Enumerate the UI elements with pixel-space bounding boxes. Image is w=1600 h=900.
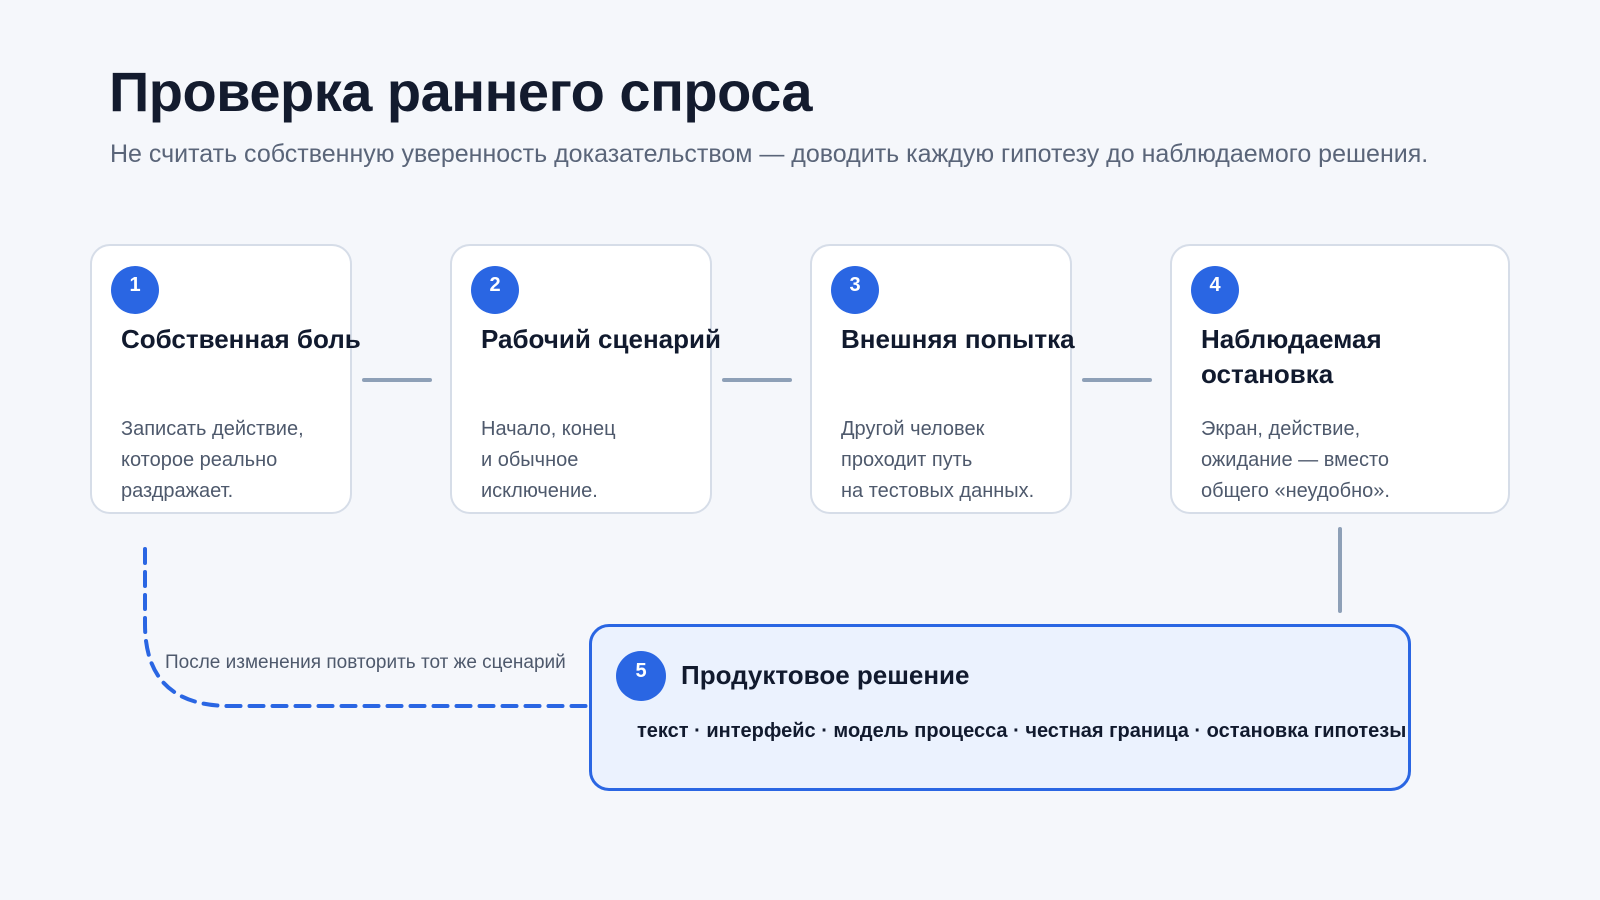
- connector-1-2: [362, 378, 432, 382]
- step-title: Собственная боль: [121, 324, 361, 354]
- step-title: Рабочий сценарий: [481, 324, 721, 354]
- step-description: Другой человек проходит путь на тестовых…: [841, 418, 1035, 502]
- step-number-badge: 1: [111, 266, 159, 314]
- step-card-3: 3 Внешняя попытка Другой человек проходи…: [810, 244, 1075, 514]
- page-title: Проверка раннего спроса: [109, 60, 813, 123]
- step-number-badge: 2: [471, 266, 519, 314]
- step-title: Внешняя попытка: [841, 324, 1075, 354]
- step-description: Записать действие, которое реально раздр…: [121, 418, 304, 502]
- connector-3-4: [1082, 378, 1152, 382]
- step-number-badge: 4: [1191, 266, 1239, 314]
- connector-4-5: [1338, 527, 1342, 613]
- step-title: Наблюдаемая остановка: [1201, 324, 1382, 389]
- step-description: Начало, конец и обычное исключение.: [481, 418, 616, 502]
- loop-label: После изменения повторить тот же сценари…: [165, 652, 566, 673]
- step-card-4: 4 Наблюдаемая остановка Экран, действие,…: [1170, 244, 1510, 514]
- decision-tags: текст · интерфейс · модель процесса · че…: [637, 720, 1407, 742]
- decision-title: Продуктовое решение: [681, 660, 970, 690]
- step-card-1: 1 Собственная боль Записать действие, ко…: [90, 244, 361, 514]
- step-number-badge: 3: [831, 266, 879, 314]
- page-subtitle: Не считать собственную уверенность доказ…: [110, 140, 1429, 168]
- step-number-badge: 5: [616, 651, 666, 701]
- step-card-2: 2 Рабочий сценарий Начало, конец и обычн…: [450, 244, 721, 514]
- decision-card: 5 Продуктовое решение текст · интерфейс …: [589, 624, 1411, 791]
- step-description: Экран, действие, ожидание — вместо общег…: [1201, 418, 1390, 502]
- connector-2-3: [722, 378, 792, 382]
